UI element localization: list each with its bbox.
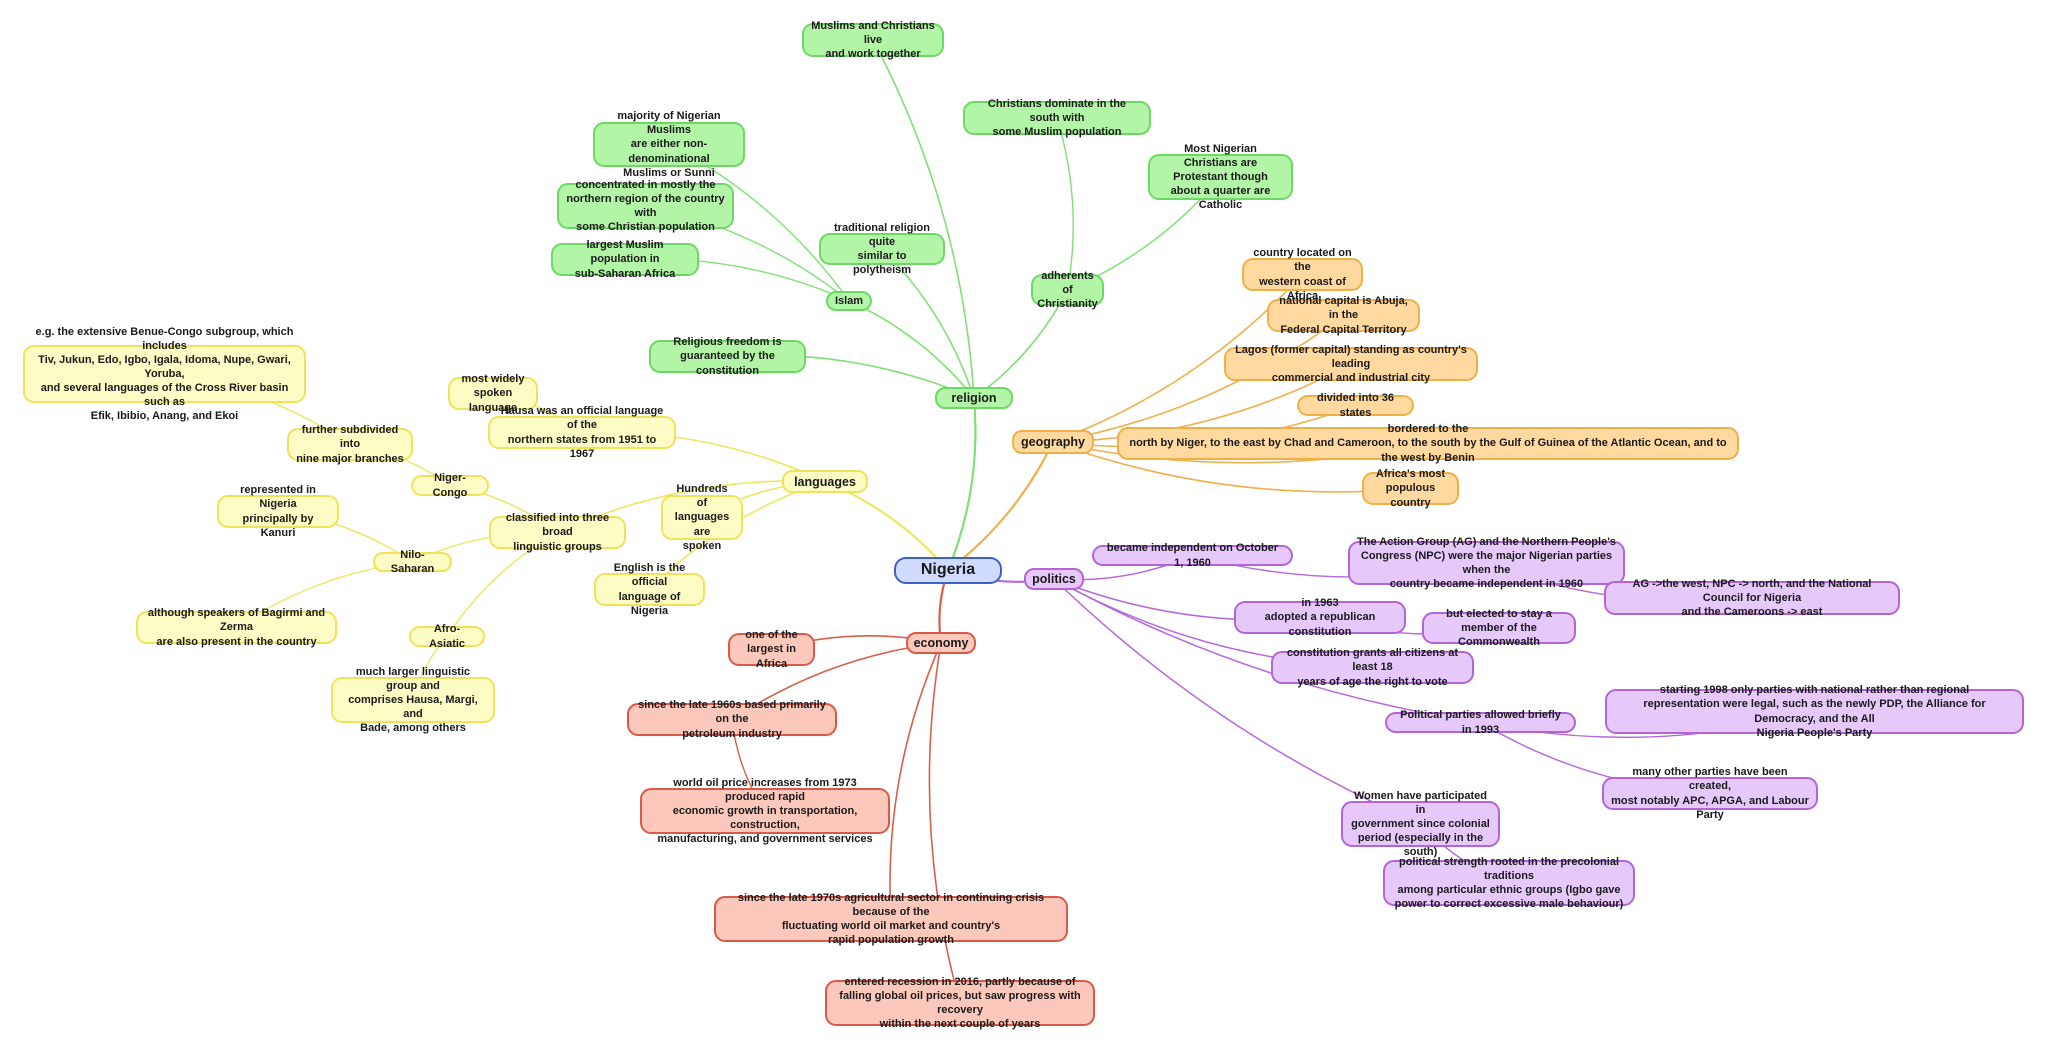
connector-nigeria-religion bbox=[946, 396, 977, 572]
politics-parties-1993[interactable]: Political parties allowed briefly in 199… bbox=[1385, 709, 1576, 736]
afro-asiatic-hausa-group[interactable]: much larger linguistic group and compris… bbox=[331, 666, 495, 734]
politics-commonwealth[interactable]: but elected to stay a member of the Comm… bbox=[1422, 608, 1576, 648]
geography-borders[interactable]: bordered to the north by Niger, to the e… bbox=[1117, 423, 1739, 464]
politics-1998-parties[interactable]: starting 1998 only parties with national… bbox=[1605, 684, 2024, 739]
branch-geography[interactable]: geography bbox=[1012, 430, 1094, 454]
christianity-protestant[interactable]: Most Nigerian Christians are Protestant … bbox=[1148, 143, 1293, 211]
branch-languages[interactable]: languages bbox=[782, 470, 868, 493]
branch-politics[interactable]: politics bbox=[1024, 568, 1084, 590]
connector-economy-eco_agri bbox=[889, 642, 942, 920]
language-hundreds-spoken[interactable]: Hundreds of languages are spoken bbox=[661, 483, 743, 552]
connector-politics-pol_women bbox=[1053, 578, 1422, 825]
language-niger-congo[interactable]: Niger-Congo bbox=[411, 472, 489, 499]
economy-oil-price-growth[interactable]: world oil price increases from 1973 prod… bbox=[640, 777, 890, 845]
geography-capital-abuja[interactable]: national capital is Abuja, in the Federa… bbox=[1267, 295, 1420, 336]
connector-geography-geo_abuja bbox=[1052, 314, 1345, 443]
language-afro-asiatic[interactable]: Afro-Asiatic bbox=[409, 623, 485, 650]
islam-largest-population[interactable]: largest Muslim population in sub-Saharan… bbox=[551, 239, 699, 280]
nilo-saharan-kanuri[interactable]: represented in Nigeria principally by Ka… bbox=[217, 484, 339, 539]
branch-religion[interactable]: religion bbox=[935, 387, 1013, 409]
language-english-official[interactable]: English is the official language of Nige… bbox=[594, 562, 705, 617]
politics-independence[interactable]: became independent on October 1, 1960 bbox=[1092, 542, 1293, 569]
economy-petroleum[interactable]: since the late 1960s based primarily on … bbox=[627, 699, 837, 740]
connector-religion-muslims_christians bbox=[872, 39, 975, 399]
geography-west-coast[interactable]: country located on the western coast of … bbox=[1242, 247, 1363, 302]
geography-most-populous[interactable]: Africa's most populous country bbox=[1362, 468, 1459, 509]
politics-1963-constitution[interactable]: in 1963 adopted a republican constitutio… bbox=[1234, 597, 1406, 638]
religion-freedom[interactable]: Religious freedom is guaranteed by the c… bbox=[649, 336, 806, 377]
connector-nigeria-geography bbox=[946, 440, 1055, 572]
politics-other-parties[interactable]: many other parties have been created, mo… bbox=[1602, 766, 1818, 821]
connector-politics-pol_parties bbox=[1053, 578, 1482, 724]
geography-lagos[interactable]: Lagos (former capital) standing as count… bbox=[1224, 344, 1478, 384]
politics-political-strength[interactable]: political strength rooted in the precolo… bbox=[1383, 856, 1635, 910]
niger-congo-benue-congo[interactable]: e.g. the extensive Benue-Congo subgroup,… bbox=[23, 326, 306, 422]
economy-largest-in-africa[interactable]: one of the largest in Africa bbox=[728, 629, 815, 670]
religion-islam[interactable]: Islam bbox=[826, 291, 872, 311]
geography-36-states[interactable]: divided into 36 states bbox=[1297, 392, 1414, 419]
nilo-saharan-bagirmi[interactable]: although speakers of Bagirmi and Zerma a… bbox=[136, 607, 337, 648]
islam-majority-sunni[interactable]: majority of Nigerian Muslims are either … bbox=[593, 110, 745, 179]
politics-ag-west[interactable]: AG ->the west, NPC -> north, and the Nat… bbox=[1604, 578, 1900, 618]
islam-northern-region[interactable]: concentrated in mostly the northern regi… bbox=[557, 179, 734, 233]
religion-muslims-christians-together[interactable]: Muslims and Christians live and work tog… bbox=[802, 20, 944, 60]
religion-christianity[interactable]: adherents of Christianity bbox=[1031, 270, 1104, 310]
connector-geography-geo_populous bbox=[1052, 441, 1412, 493]
language-nilo-saharan[interactable]: Nilo-Saharan bbox=[373, 549, 452, 575]
christianity-south[interactable]: Christians dominate in the south with so… bbox=[963, 98, 1151, 138]
politics-voting-rights[interactable]: constitution grants all citizens at leas… bbox=[1271, 647, 1474, 688]
connector-economy-eco_recession bbox=[928, 642, 961, 1004]
economy-recession-2016[interactable]: entered recession in 2016, partly becaus… bbox=[825, 976, 1095, 1030]
branch-economy[interactable]: economy bbox=[906, 632, 976, 654]
language-hausa-official[interactable]: Hausa was an official language of the no… bbox=[488, 405, 676, 460]
central-topic-nigeria[interactable]: Nigeria bbox=[894, 557, 1002, 584]
economy-agriculture-crisis[interactable]: since the late 1970s agricultural sector… bbox=[714, 892, 1068, 946]
politics-women-participation[interactable]: Women have participated in government si… bbox=[1341, 790, 1500, 858]
connector-religion-islam bbox=[848, 300, 975, 399]
politics-ag-npc[interactable]: The Action Group (AG) and the Northern P… bbox=[1348, 536, 1625, 590]
language-three-groups[interactable]: classified into three broad linguistic g… bbox=[489, 512, 626, 553]
religion-traditional[interactable]: traditional religion quite similar to po… bbox=[819, 222, 945, 276]
language-most-widely-spoken[interactable]: most widely spoken language bbox=[448, 373, 538, 414]
niger-congo-subdivided[interactable]: further subdivided into nine major branc… bbox=[287, 424, 413, 465]
connector-christianity-christ_south bbox=[1056, 117, 1074, 291]
